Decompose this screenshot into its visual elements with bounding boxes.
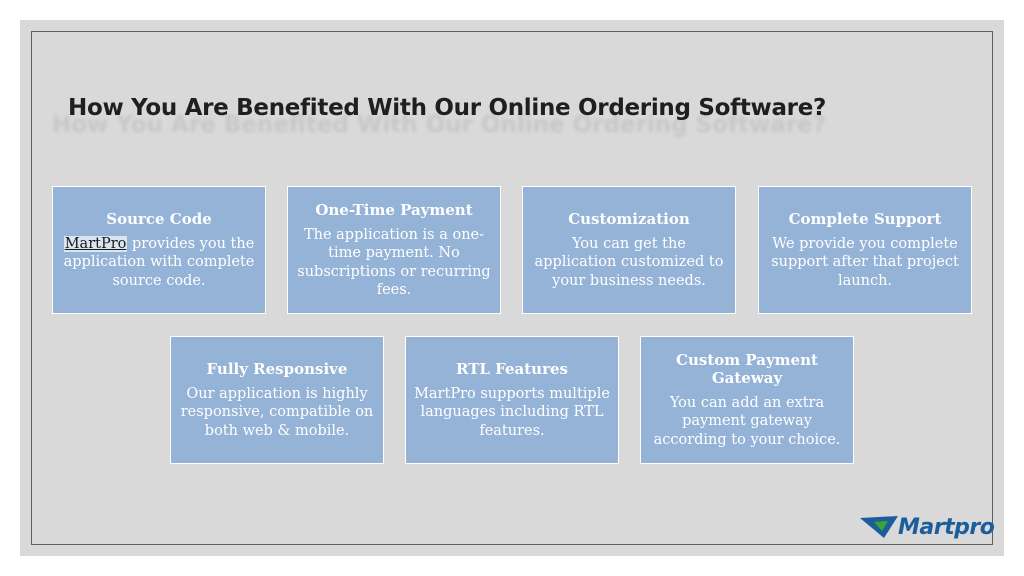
card-description: You can get the application customized t… (534, 235, 724, 289)
card-title: Customization (568, 209, 690, 228)
card-fully-responsive: Fully Responsive Our application is high… (170, 336, 384, 464)
page-title: How You Are Benefited With Our Online Or… (68, 95, 827, 121)
card-description: Our application is highly responsive, co… (180, 385, 374, 439)
card-one-time-payment: One-Time Payment The application is a on… (287, 186, 501, 314)
card-description: We provide you complete support after th… (771, 235, 959, 289)
card-title: Complete Support (788, 209, 942, 228)
card-source-code: Source Code MartPro provides you the app… (52, 186, 266, 314)
card-title: RTL Features (456, 359, 568, 378)
title-shadow: How You Are Benefited With Our Online Or… (52, 112, 827, 138)
martpro-logo: Martpro (860, 512, 995, 542)
card-custom-payment-gateway: Custom Payment Gateway You can add an ex… (640, 336, 854, 464)
card-customization: Customization You can get the applicatio… (522, 186, 736, 314)
card-title: One-Time Payment (315, 200, 473, 219)
card-rtl-features: RTL Features MartPro supports multiple l… (405, 336, 619, 464)
card-title: Source Code (106, 209, 212, 228)
card-title: Custom Payment Gateway (676, 350, 818, 387)
martpro-link[interactable]: MartPro (63, 235, 128, 252)
card-description: MartPro supports multiple languages incl… (414, 385, 610, 439)
card-title: Fully Responsive (206, 359, 348, 378)
card-complete-support: Complete Support We provide you complete… (758, 186, 972, 314)
card-description: MartPro provides you the application wit… (59, 235, 259, 291)
card-description: The application is a one-time payment. N… (297, 226, 491, 299)
card-description-text: provides you the application with comple… (63, 235, 255, 289)
logo-text: Martpro (898, 514, 995, 540)
slide-frame (31, 31, 993, 545)
martpro-logo-mark-icon (860, 512, 900, 542)
card-description: You can add an extra payment gateway acc… (653, 394, 841, 448)
